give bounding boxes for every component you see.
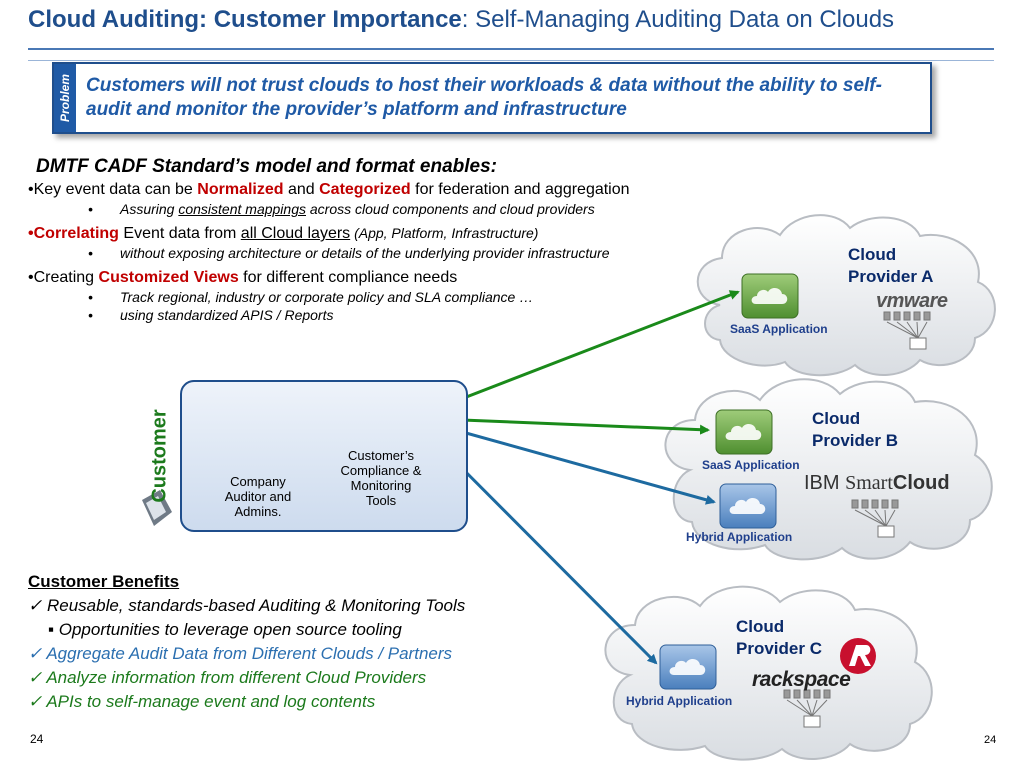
infrastructure-icon-b: [851, 499, 899, 538]
problem-tab: Problem: [54, 64, 76, 132]
benefit-item: ✓ Analyze information from different Clo…: [28, 668, 427, 687]
cloud-a-title-line2: Provider A: [848, 267, 934, 286]
rackspace-logo-icon: [840, 638, 876, 674]
saas-tile-a: [741, 273, 799, 319]
sub-bullet-dot: •: [88, 245, 93, 261]
customer-device-icon: [142, 490, 172, 526]
smart-logo-text: Smart: [845, 472, 893, 494]
vmware-logo: vmware: [876, 290, 948, 312]
title-divider: [28, 48, 994, 50]
infrastructure-icon-c: [783, 689, 831, 728]
cloud-c-title-line2: Provider C: [736, 639, 822, 658]
auditor-label: Company Auditor and Admins.: [224, 474, 292, 519]
problem-box: Problem Customers will not trust clouds …: [52, 62, 932, 134]
cloud-b-hybrid-label: Hybrid Application: [686, 530, 793, 544]
page-title: Cloud Auditing: Customer Importance: Sel…: [28, 6, 894, 34]
bullet-correlating: •Correlating Event data from all Cloud l…: [28, 225, 768, 243]
dmtf-bullets: DMTF CADF Standard’s model and format en…: [28, 156, 768, 323]
customer-benefits: Customer Benefits ✓ Reusable, standards-…: [28, 572, 648, 712]
ibm-logo-text: IBM: [804, 472, 840, 494]
cloud-b-title: Cloud Provider B: [812, 408, 898, 452]
bullet-dot-red: •: [28, 225, 34, 242]
cloud-a-title: Cloud Provider A: [848, 244, 933, 288]
page-number-left: 24: [30, 732, 44, 746]
word-correlating: Correlating: [33, 225, 119, 242]
cloud-c-title-line1: Cloud: [736, 617, 785, 636]
bullet-text: for different compliance needs: [238, 269, 458, 286]
title-divider-thin: [28, 60, 994, 61]
bullet-text: without exposing architecture or details…: [120, 245, 610, 261]
benefit-item: ✓ Reusable, standards-based Auditing & M…: [28, 596, 466, 615]
ibm-smartcloud-logo: IBM SmartCloud: [804, 472, 950, 495]
bullet-text: •Key event data can be: [28, 181, 198, 198]
bullet-text: for federation and aggregation: [410, 181, 630, 198]
hybrid-tile-b: [719, 483, 777, 529]
sub-bullet-dot: •: [88, 307, 93, 323]
problem-statement: Customers will not trust clouds to host …: [86, 75, 882, 120]
cloud-a-title-line1: Cloud: [848, 245, 897, 264]
dmtf-heading: DMTF CADF Standard’s model and format en…: [36, 156, 497, 177]
bullet-normalized: •Key event data can be Normalized and Ca…: [28, 181, 768, 199]
benefit-sub-item: ▪ Opportunities to leverage open source …: [48, 620, 402, 639]
title-bold: Cloud Auditing: Customer Importance: [28, 6, 462, 33]
bullet-text: Assuring: [120, 201, 179, 217]
word-customized-views: Customized Views: [98, 269, 239, 286]
cloud-b-title-line1: Cloud: [812, 409, 861, 428]
cloud-provider-a-shape: [696, 214, 996, 377]
bullet-paren: (App, Platform, Infrastructure): [350, 225, 539, 241]
rackspace-logo: rackspace: [752, 668, 851, 691]
customer-box: [180, 380, 468, 532]
sub-bullet-track: • Track regional, industry or corporate p…: [88, 289, 768, 305]
bullet-text: across cloud components and cloud provid…: [306, 201, 595, 217]
sub-bullet-apis: • using standardized APIS / Reports: [88, 307, 768, 323]
word-normalized: Normalized: [197, 181, 284, 198]
cloud-c-title: Cloud Provider C: [736, 616, 822, 660]
cloud-provider-c-shape: [604, 585, 933, 761]
link-all-cloud-layers[interactable]: all Cloud layers: [240, 225, 351, 242]
bullet-customized-views: •Creating Customized Views for different…: [28, 269, 768, 287]
benefit-item: ✓ APIs to self-manage event and log cont…: [28, 692, 376, 711]
infrastructure-icon-a: [883, 311, 931, 350]
sub-bullet-architecture: • without exposing architecture or detail…: [88, 245, 768, 261]
benefit-item: ✓ Aggregate Audit Data from Different Cl…: [28, 644, 453, 663]
sub-bullet-dot: •: [88, 201, 93, 217]
cloud-b-saas-label: SaaS Application: [702, 458, 800, 472]
bullet-text: Track regional, industry or corporate po…: [120, 289, 534, 305]
tools-label: Customer’s Compliance & Monitoring Tools: [340, 448, 422, 508]
customer-label: Customer: [148, 409, 171, 503]
bullet-text: using standardized APIS / Reports: [120, 307, 334, 323]
sub-bullet-mappings: • Assuring consistent mappings across clo…: [88, 201, 768, 217]
bullet-text: •Creating: [28, 269, 99, 286]
cloud-b-title-line2: Provider B: [812, 431, 898, 450]
benefits-heading: Customer Benefits: [28, 572, 180, 591]
bullet-text: Event data from: [118, 225, 241, 242]
bullet-text: and: [283, 181, 320, 198]
hybrid-tile-c: [659, 644, 717, 690]
word-categorized: Categorized: [319, 181, 411, 198]
page-number-right: 24: [984, 734, 997, 746]
sub-bullet-dot: •: [88, 289, 93, 305]
title-rest: : Self-Managing Auditing Data on Clouds: [461, 6, 895, 33]
cloud-a-saas-label: SaaS Application: [730, 322, 828, 336]
cloud-c-hybrid-label: Hybrid Application: [626, 694, 733, 708]
cloud-logo-text: Cloud: [892, 472, 950, 494]
saas-tile-b: [715, 409, 773, 455]
link-consistent-mappings[interactable]: consistent mappings: [178, 201, 306, 217]
